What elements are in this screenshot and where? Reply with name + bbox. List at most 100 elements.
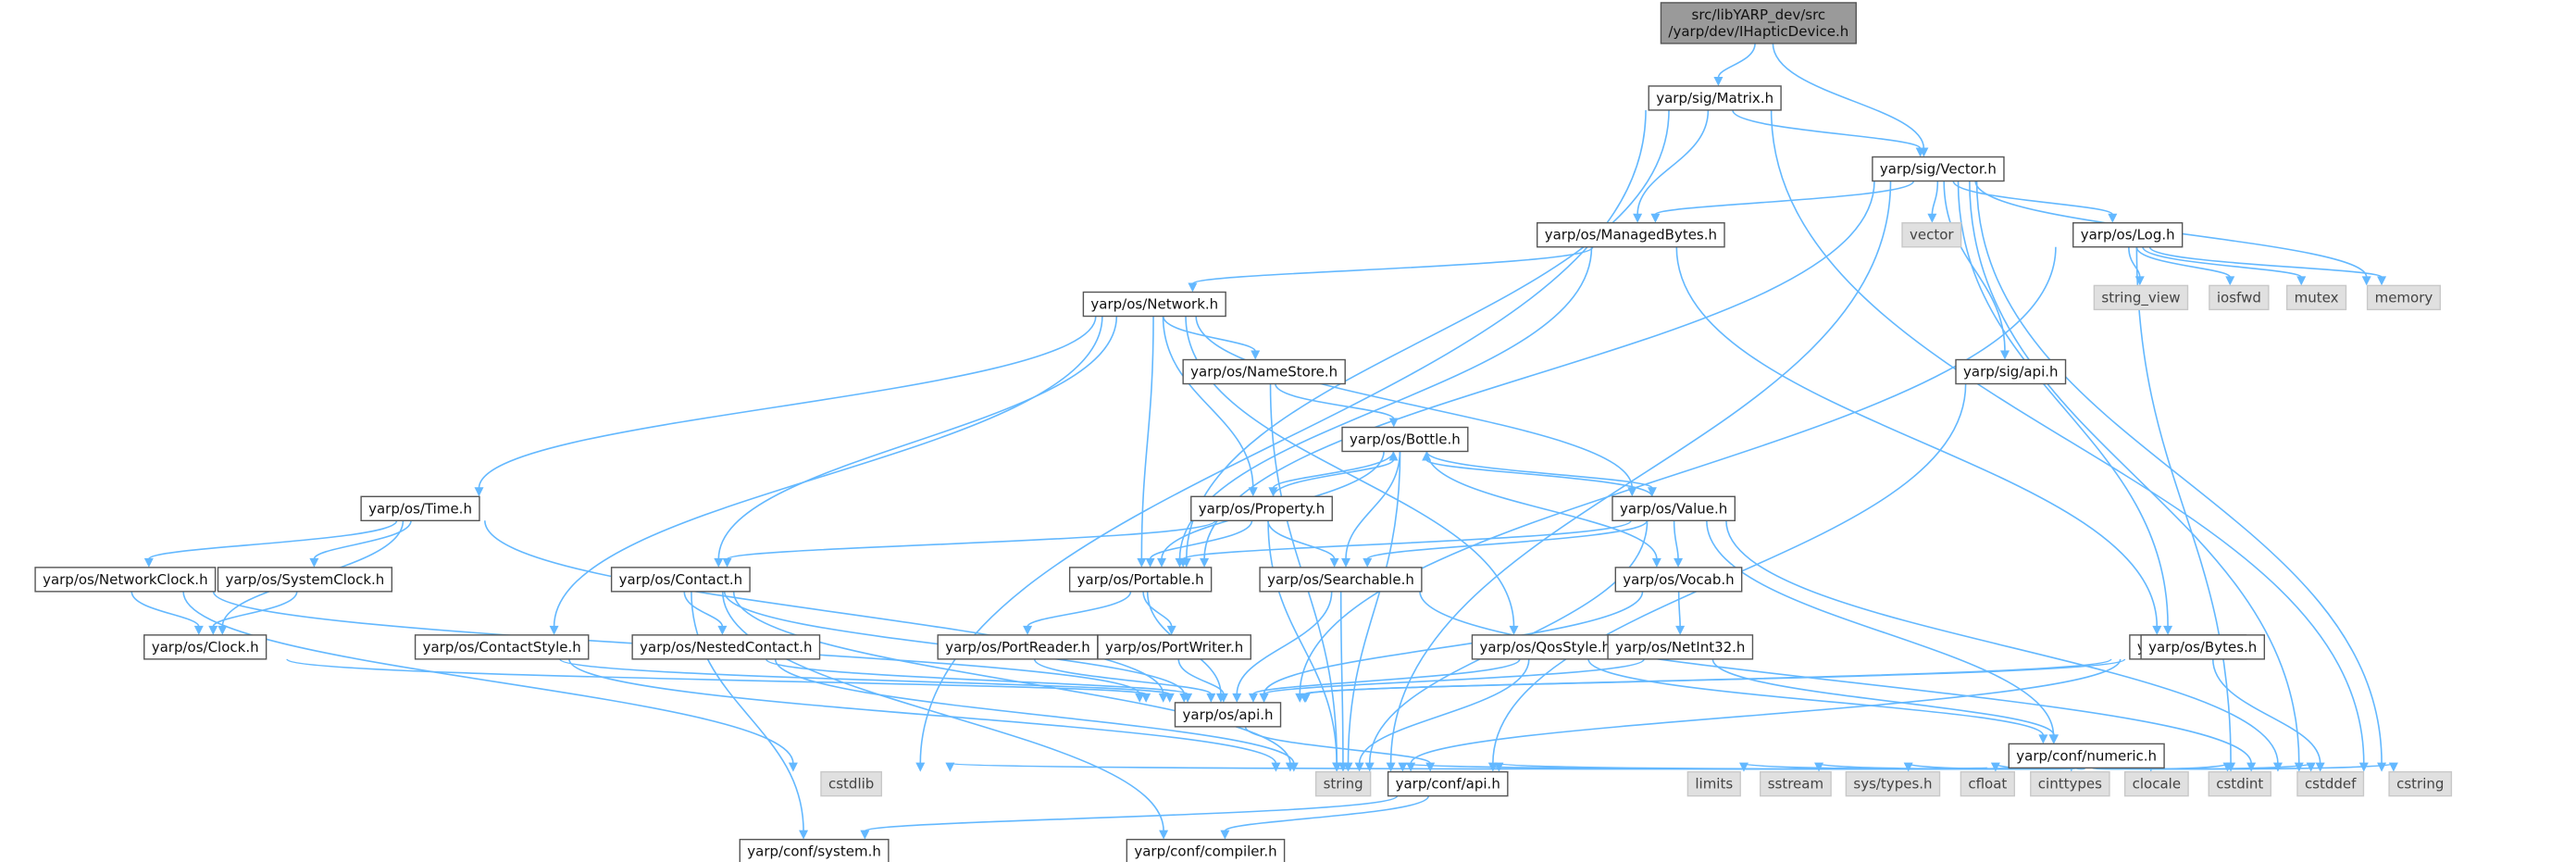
arrowhead	[474, 487, 484, 497]
arrowhead	[1738, 762, 1748, 772]
edge-vector-to-type	[1957, 181, 2169, 627]
node-iosfwd: iosfwd	[2209, 284, 2270, 311]
arrowhead	[1206, 693, 1216, 703]
node-box	[34, 567, 217, 593]
node-confapi[interactable]: yarp/conf/api.h	[1387, 770, 1509, 797]
node-vocab[interactable]: yarp/os/Vocab.h	[1614, 567, 1743, 593]
edge-portable-to-portreader	[1027, 591, 1132, 628]
arrowhead	[1159, 830, 1169, 840]
node-vector[interactable]: yarp/sig/Vector.h	[1872, 156, 2005, 182]
node-portwriter[interactable]: yarp/os/PortWriter.h	[1097, 634, 1251, 660]
edge-nestedcontact-to-string	[774, 658, 1295, 764]
node-log[interactable]: yarp/os/Log.h	[2072, 222, 2184, 248]
node-bytes[interactable]: yarp/os/Bytes.h	[2140, 634, 2266, 660]
node-box	[1960, 770, 2016, 797]
node-label: yarp/os/Bytes.h	[2148, 639, 2257, 656]
edge-root-to-vector	[1772, 43, 1925, 149]
node-searchable[interactable]: yarp/os/Searchable.h	[1259, 567, 1423, 593]
node-vector-std: vector	[1901, 222, 1962, 248]
arrowhead	[1248, 487, 1258, 497]
node-contact[interactable]: yarp/os/Contact.h	[610, 567, 751, 593]
arrowhead	[1425, 762, 1436, 772]
arrowhead	[1650, 213, 1661, 223]
arrowhead	[1388, 451, 1399, 461]
node-netint32[interactable]: yarp/os/NetInt32.h	[1607, 634, 1754, 660]
node-box	[610, 567, 751, 593]
node-matrix[interactable]: yarp/sig/Matrix.h	[1648, 85, 1782, 111]
node-box	[631, 634, 821, 660]
arrowhead	[2246, 762, 2257, 772]
edge-value-to-searchable	[1366, 519, 1649, 560]
arrowhead	[1178, 557, 1188, 568]
node-sigapi[interactable]: yarp/sig/api.h	[1955, 358, 2067, 385]
node-label: yarp/conf/system.h	[747, 843, 881, 860]
node-box	[1901, 222, 1962, 248]
node-label: yarp/sig/Matrix.h	[1656, 90, 1773, 106]
node-box	[1955, 358, 2067, 385]
node-box	[360, 495, 480, 521]
node-label: yarp/os/ContactStyle.h	[423, 639, 581, 656]
arrowhead	[1338, 762, 1348, 772]
node-confcompiler[interactable]: yarp/conf/compiler.h	[1126, 838, 1286, 862]
arrowhead	[1364, 762, 1375, 772]
node-box	[1259, 567, 1423, 593]
arrowhead	[1251, 350, 1261, 360]
edge-vector-to-cstring	[1975, 181, 2383, 764]
node-bottle[interactable]: yarp/os/Bottle.h	[1341, 426, 1469, 453]
arrowhead	[1915, 147, 1925, 157]
node-box	[2366, 284, 2441, 311]
arrowhead	[1200, 557, 1210, 568]
node-portable[interactable]: yarp/os/Portable.h	[1068, 567, 1213, 593]
arrowhead	[714, 557, 724, 568]
node-time[interactable]: yarp/os/Time.h	[360, 495, 480, 521]
edge-bottle-to-property	[1272, 451, 1395, 490]
node-memory: memory	[2366, 284, 2441, 311]
node-networkclock[interactable]: yarp/os/NetworkClock.h	[34, 567, 217, 593]
node-label: mutex	[2295, 289, 2339, 306]
edge-network-to-value	[1195, 316, 1634, 489]
edge-namestore-to-bottle	[1275, 383, 1395, 420]
edge-systemclock-to-clock	[212, 591, 298, 628]
node-systemclock[interactable]: yarp/os/SystemClock.h	[217, 567, 393, 593]
arrowhead	[1398, 762, 1408, 772]
node-cstring: cstring	[2388, 770, 2453, 797]
arrowhead	[2225, 276, 2235, 286]
arrowhead	[1675, 625, 1686, 635]
arrowhead	[1363, 557, 1373, 568]
node-root[interactable]: src/libYARP_dev/src/yarp/dev/IHapticDevi…	[1660, 2, 1857, 44]
node-value[interactable]: yarp/os/Value.h	[1612, 495, 1736, 521]
node-managedbytes[interactable]: yarp/os/ManagedBytes.h	[1536, 222, 1725, 248]
node-network[interactable]: yarp/os/Network.h	[1082, 291, 1226, 318]
arrowhead	[1651, 557, 1661, 568]
edge-managedbytes-to-bytes	[1675, 246, 2159, 627]
node-namestore[interactable]: yarp/os/NameStore.h	[1182, 358, 1346, 385]
node-label: yarp/os/QosStyle.h	[1479, 639, 1611, 656]
node-confsystem[interactable]: yarp/conf/system.h	[739, 838, 890, 862]
arrowhead	[1388, 418, 1399, 428]
node-clock[interactable]: yarp/os/Clock.h	[143, 634, 268, 660]
node-cfloat: cfloat	[1960, 770, 2016, 797]
edge-time-to-networkclock	[148, 519, 398, 560]
node-numeric[interactable]: yarp/conf/numeric.h	[2008, 743, 2165, 769]
node-string: string	[1314, 770, 1372, 797]
node-box	[2008, 743, 2165, 769]
node-contactstyle[interactable]: yarp/os/ContactStyle.h	[414, 634, 590, 660]
node-box	[820, 770, 883, 797]
node-label: cinttypes	[2038, 776, 2102, 793]
node-box	[2285, 284, 2347, 311]
node-box	[1612, 495, 1736, 521]
node-label: yarp/os/Value.h	[1620, 500, 1727, 517]
node-osapi[interactable]: yarp/os/api.h	[1174, 702, 1282, 728]
arrowhead	[2038, 734, 2048, 744]
edge-property-to-searchable	[1267, 520, 1336, 560]
node-mutex: mutex	[2285, 284, 2347, 311]
node-box	[1607, 634, 1754, 660]
edge-bottle-to-value	[1425, 451, 1653, 490]
node-box	[1872, 156, 2005, 182]
node-qosstyle[interactable]: yarp/os/QosStyle.h	[1471, 634, 1619, 660]
node-label: yarp/os/Portable.h	[1077, 571, 1204, 588]
node-nestedcontact[interactable]: yarp/os/NestedContact.h	[631, 634, 821, 660]
node-property[interactable]: yarp/os/Property.h	[1190, 495, 1333, 521]
arrowhead	[1406, 762, 1416, 772]
node-portreader[interactable]: yarp/os/PortReader.h	[937, 634, 1099, 660]
